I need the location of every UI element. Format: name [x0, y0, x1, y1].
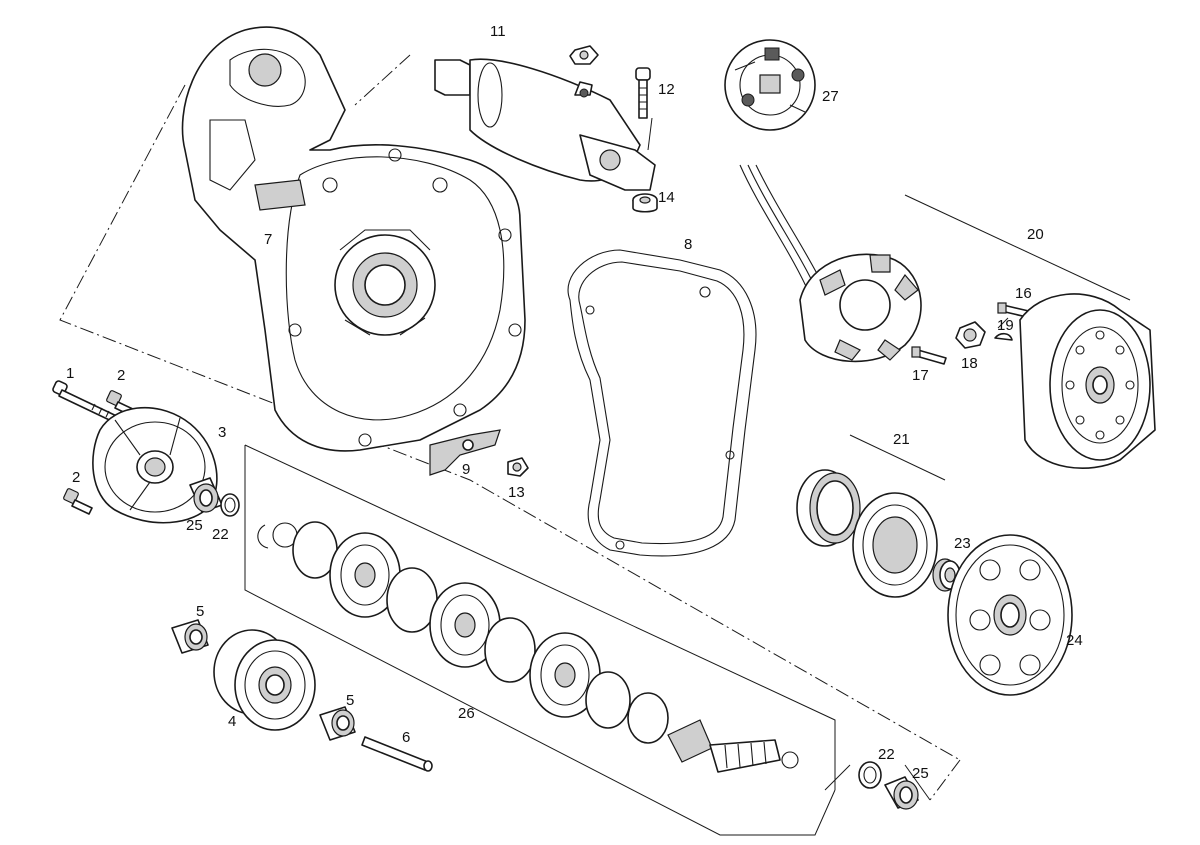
callout-18: 18 — [961, 355, 978, 372]
part-9-bracket — [429, 429, 501, 476]
assembly-boundary-lines — [59, 54, 961, 836]
part-2-screw-lower — [63, 488, 93, 515]
callout-11: 11 — [490, 23, 506, 40]
part-21-one-way-clutch — [796, 469, 938, 598]
callout-24: 24 — [1066, 632, 1083, 649]
callout-14: 14 — [658, 189, 675, 206]
stator-assembly — [739, 164, 922, 363]
part-4-double-gear — [213, 629, 316, 731]
callout-2-upper: 2 — [117, 367, 125, 384]
callout-5-upper: 5 — [196, 603, 204, 620]
callout-20: 20 — [1027, 226, 1044, 243]
callout-9: 9 — [462, 461, 470, 478]
part-20-flywheel — [1019, 293, 1156, 469]
part-22-washer-right — [858, 761, 882, 789]
part-14-spacer — [632, 193, 658, 213]
callout-16: 16 — [1015, 285, 1032, 302]
callout-23: 23 — [954, 535, 971, 552]
callout-21: 21 — [893, 431, 910, 448]
callout-7: 7 — [264, 231, 272, 248]
part-7-crankcase-cover — [181, 26, 526, 452]
part-25-bearing-right — [884, 776, 919, 810]
callout-12: 12 — [658, 81, 675, 98]
part-22-washer-left — [220, 493, 240, 517]
part-3-cover — [92, 406, 218, 524]
part-18-nut — [955, 321, 986, 349]
part-27-brush-holder — [724, 39, 816, 131]
callout-8: 8 — [684, 236, 692, 253]
callout-25-right: 25 — [912, 765, 929, 782]
part-24-starter-gear — [947, 534, 1073, 696]
callout-27: 27 — [822, 88, 839, 105]
part-5-bushing-lower — [319, 706, 356, 741]
callout-labels: 1 2 2 3 4 5 5 6 7 8 9 11 12 13 14 16 17 … — [66, 23, 1083, 782]
callout-4: 4 — [228, 713, 236, 730]
part-12-bolt — [635, 67, 651, 119]
callout-2-lower: 2 — [72, 469, 80, 486]
callout-leaders — [647, 117, 1131, 481]
part-17-bolt — [911, 346, 947, 365]
part-13-small-bolt — [507, 457, 529, 477]
starter-nut — [569, 45, 599, 65]
part-11-starter-motor — [434, 58, 656, 191]
callout-3: 3 — [218, 424, 226, 441]
callout-1: 1 — [66, 365, 74, 382]
callout-19: 19 — [997, 317, 1014, 334]
callout-13: 13 — [508, 484, 525, 501]
callout-5-lower: 5 — [346, 692, 354, 709]
callout-22-right: 22 — [878, 746, 895, 763]
part-8-gasket — [567, 249, 757, 557]
part-5-bushing-upper — [171, 619, 209, 654]
part-6-shaft — [361, 736, 433, 772]
part-19-key — [994, 332, 1013, 341]
callout-17: 17 — [912, 367, 929, 384]
part-26-clutch-pack — [257, 521, 799, 773]
part-25-bearing-left — [189, 477, 223, 513]
callout-6: 6 — [402, 729, 410, 746]
callout-26: 26 — [458, 705, 475, 722]
callout-25-left: 25 — [186, 517, 203, 534]
callout-22-left: 22 — [212, 526, 229, 543]
